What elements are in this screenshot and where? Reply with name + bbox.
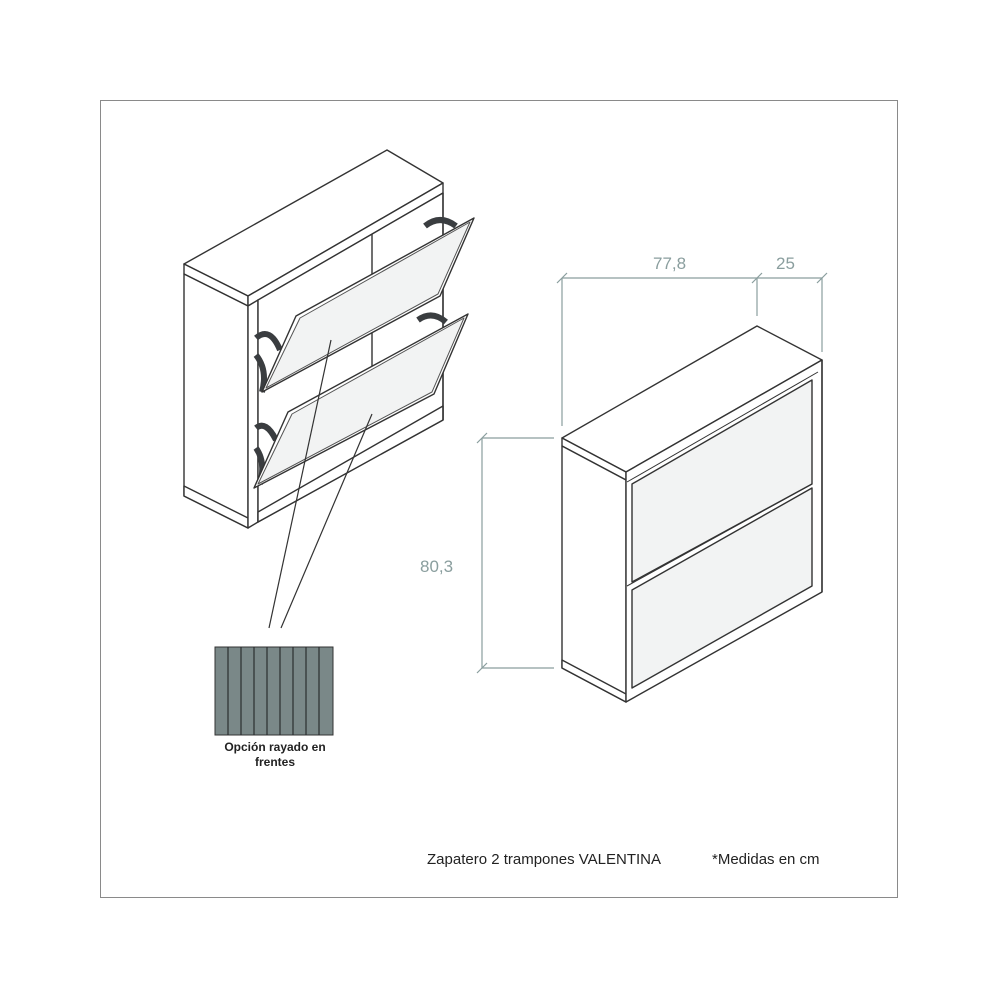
drawing-frame	[100, 100, 898, 898]
handle-icon	[253, 353, 267, 393]
depth-dimension-label: 25	[776, 254, 795, 273]
height-dimension-label: 80,3	[420, 557, 453, 576]
lower-drawer-front	[631, 487, 813, 689]
handle-icon	[416, 312, 448, 325]
width-dimension-label: 77,8	[653, 254, 686, 273]
leader-line	[268, 339, 332, 629]
dimension-lines	[476, 272, 828, 674]
closed-cabinet-illustration	[561, 325, 823, 703]
striped-front-swatch	[214, 646, 334, 736]
handle-icon	[423, 217, 458, 229]
units-note: *Medidas en cm	[712, 851, 820, 868]
handle-icon	[254, 331, 283, 352]
leader-line	[280, 413, 373, 629]
open-cabinet-illustration	[183, 149, 475, 629]
product-title: Zapatero 2 trampones VALENTINA	[427, 851, 661, 868]
swatch-caption: Opción rayado en frentes	[224, 740, 326, 769]
handle-icon	[254, 422, 279, 442]
